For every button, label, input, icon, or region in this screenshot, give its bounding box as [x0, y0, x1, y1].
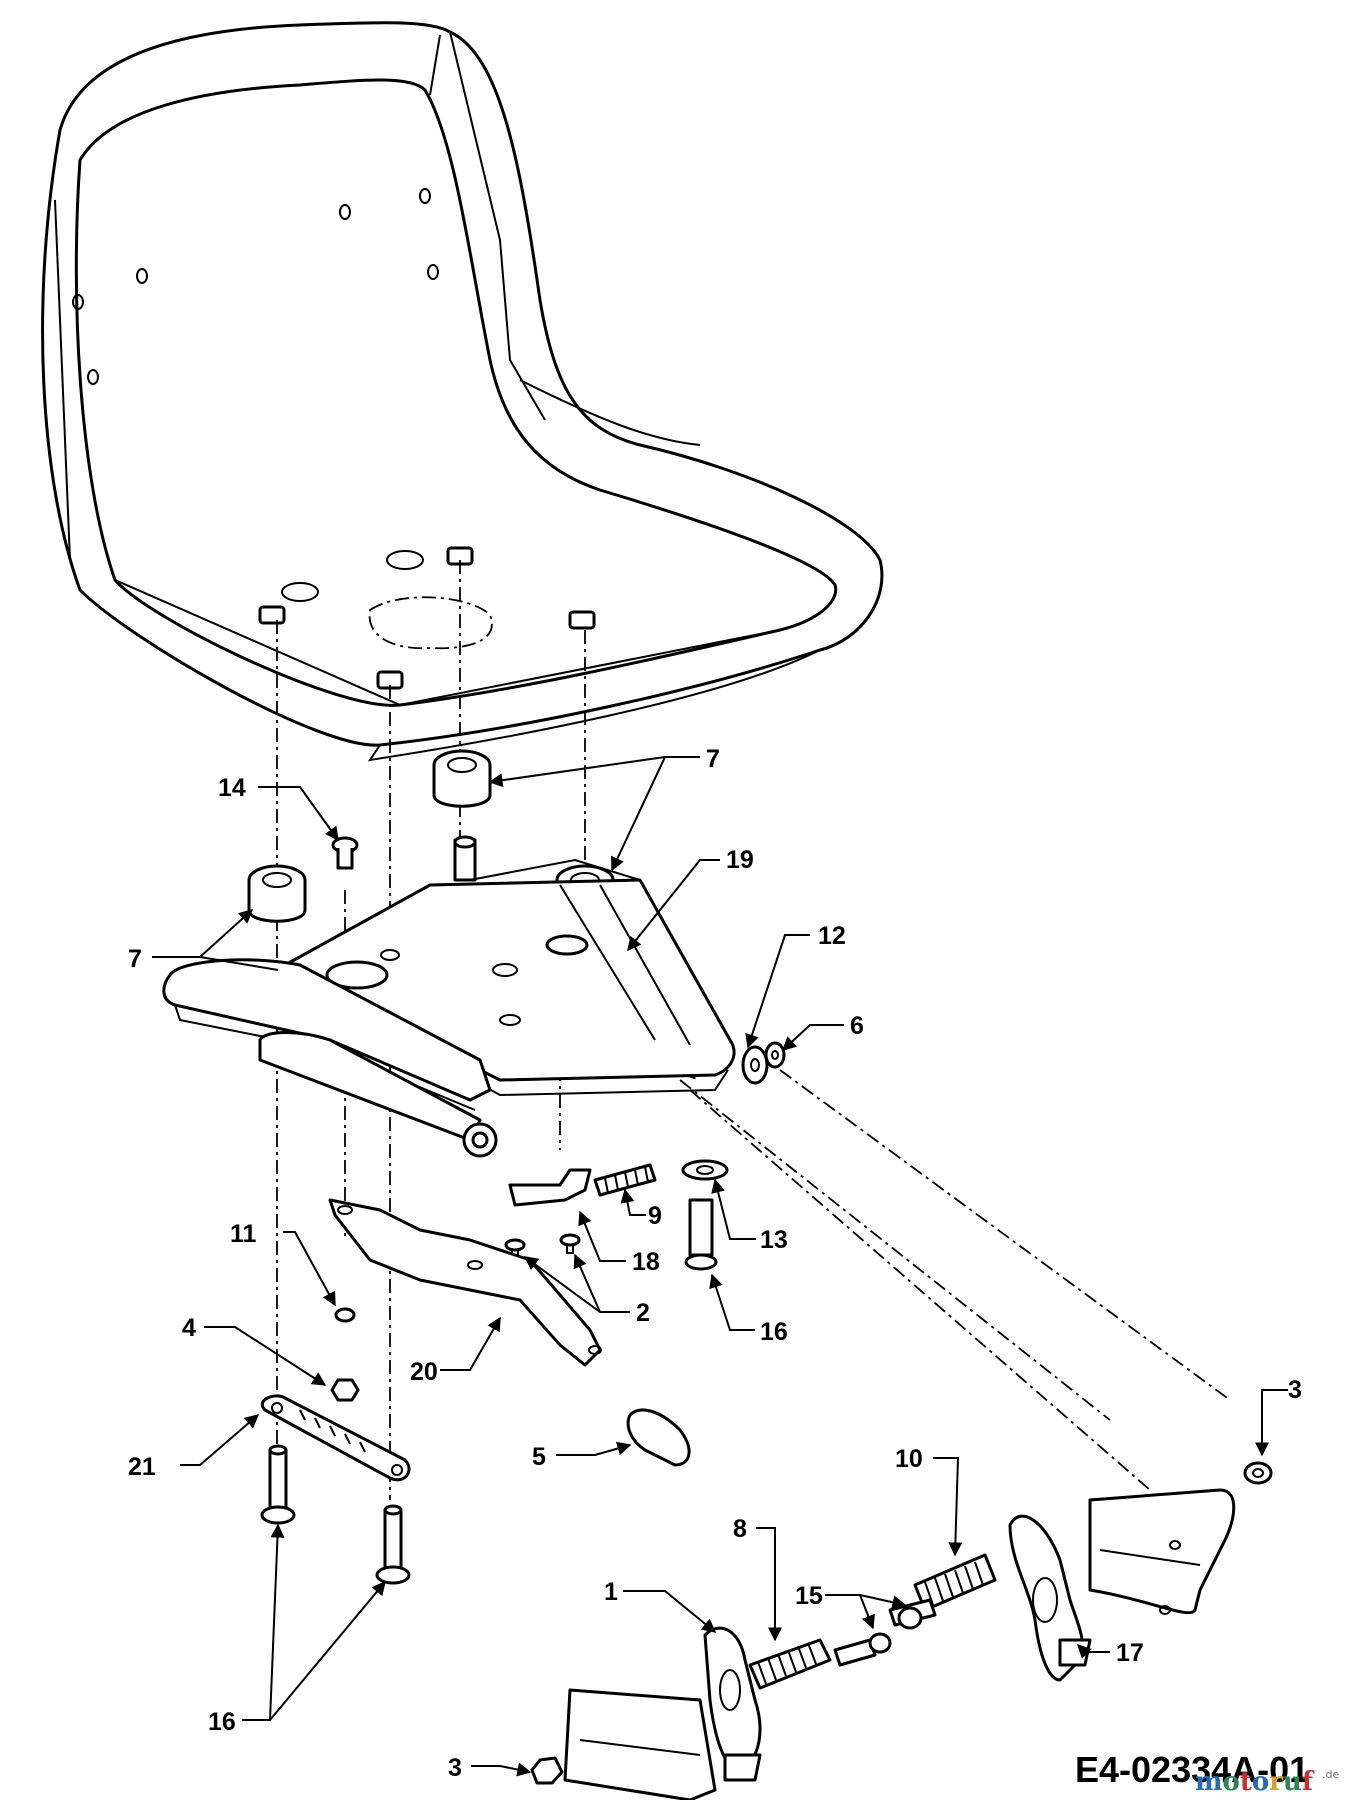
washer-parts-12-6	[741, 1041, 786, 1085]
nuts-parts-11-4	[330, 1307, 360, 1402]
small-hardware	[504, 1159, 729, 1271]
right-bracket-part-17	[913, 1461, 1273, 1682]
callout-15: 15	[795, 1582, 823, 1610]
callout-18: 18	[632, 1248, 660, 1276]
pin-parts-16	[260, 1444, 411, 1585]
seat-rail	[162, 958, 498, 1158]
callout-labels: 14 7 19 7 12 6 11 9 13 18 4 2 16 20 3 21…	[128, 745, 1302, 1782]
drawing-code: E4-02334A-01	[1075, 1749, 1309, 1790]
left-bracket-part-1	[530, 1598, 937, 1800]
callout-3-low: 3	[448, 1754, 462, 1782]
callout-21: 21	[128, 1453, 156, 1481]
svg-text:motoruf: motoruf	[1195, 1767, 1315, 1797]
callout-16-low: 16	[208, 1708, 236, 1736]
bolt-part-14	[331, 836, 359, 870]
callout-13: 13	[760, 1226, 788, 1254]
callout-11: 11	[230, 1220, 257, 1248]
callout-8: 8	[733, 1515, 747, 1543]
callout-20: 20	[410, 1358, 438, 1386]
callout-2: 2	[636, 1299, 650, 1327]
callout-14: 14	[218, 774, 246, 802]
callout-4: 4	[182, 1314, 196, 1342]
callout-7-top: 7	[706, 745, 720, 773]
callout-12: 12	[818, 922, 846, 950]
callout-9: 9	[648, 1202, 662, 1230]
callout-10: 10	[895, 1445, 923, 1473]
callout-17: 17	[1116, 1639, 1144, 1667]
callout-3-right: 3	[1288, 1376, 1302, 1404]
callout-1: 1	[604, 1578, 618, 1606]
callout-19: 19	[726, 846, 754, 874]
watermark-logo: motoruf .de	[1195, 1767, 1339, 1797]
seat-shell	[41, 21, 884, 762]
callout-16-mid: 16	[760, 1318, 788, 1346]
adjust-lever-part-20	[328, 1198, 691, 1467]
callout-7-left: 7	[128, 945, 142, 973]
callout-leaders	[152, 756, 1288, 1777]
callout-6: 6	[850, 1012, 864, 1040]
svg-text:.de: .de	[1322, 1768, 1339, 1781]
bracket-part-21	[261, 1394, 411, 1482]
callout-5: 5	[532, 1443, 546, 1471]
slide-plate-part-19	[283, 835, 736, 1097]
